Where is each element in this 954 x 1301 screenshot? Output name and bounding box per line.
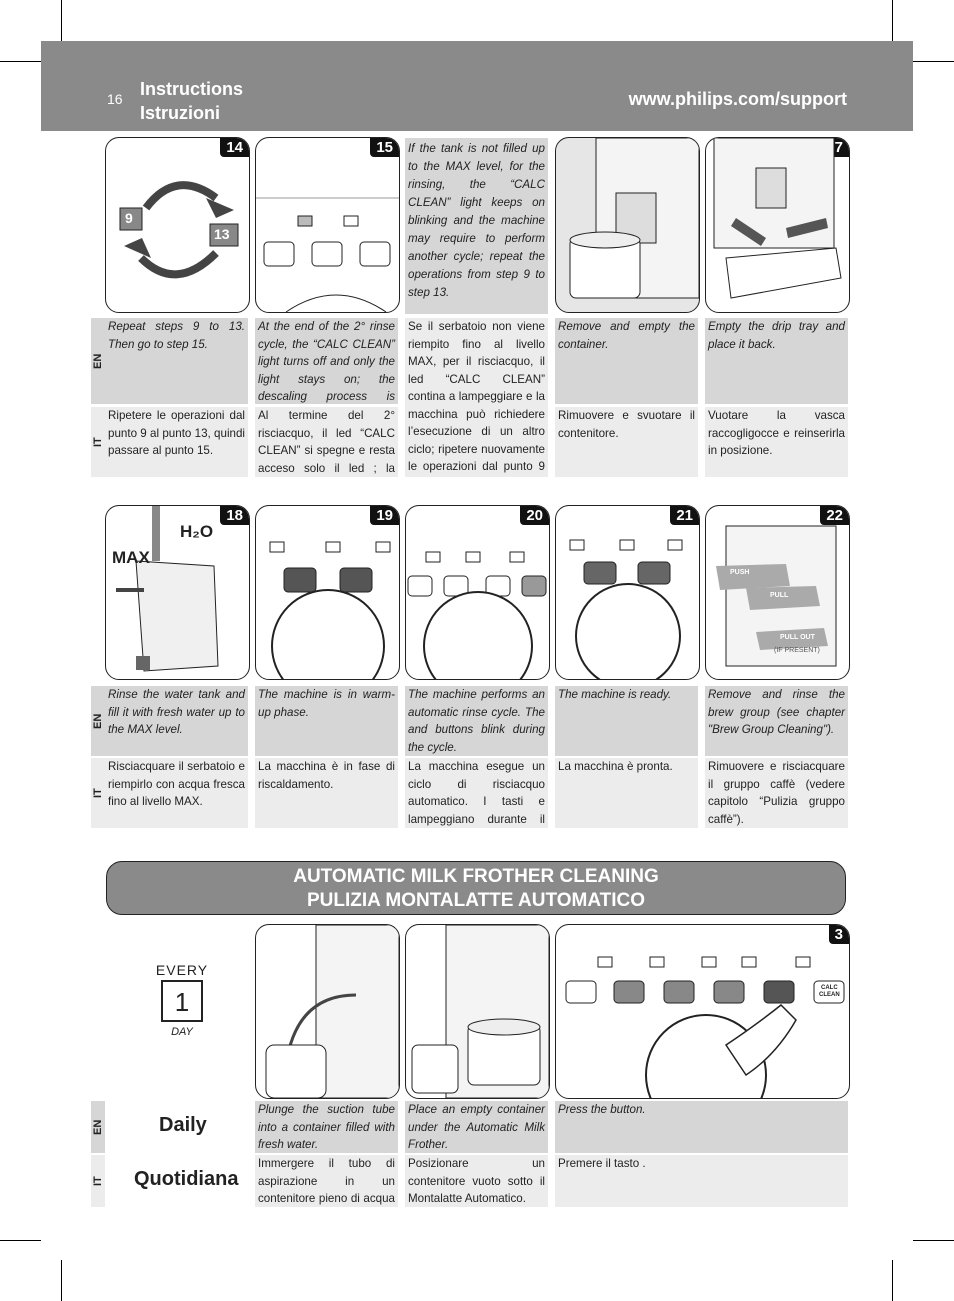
step-18-text-it: Risciacquare il serbatoio e riempirlo co… <box>105 758 248 828</box>
step-19-text-it: La macchina è in fase di riscaldamento. <box>255 758 398 828</box>
lang-en: EN <box>91 686 105 756</box>
push-label: PUSH <box>730 569 750 576</box>
figure-21: 21 <box>555 505 700 680</box>
pull-label: PULL <box>770 592 789 599</box>
step-18-text-en: Rinse the water tank and fill it with fr… <box>105 686 248 756</box>
water-tank-illustration <box>116 506 219 672</box>
title-it: Istruzioni <box>140 103 220 123</box>
daily-label-it: Quotidiana <box>134 1168 239 1190</box>
crop-mark <box>61 1260 62 1301</box>
lang-en: EN <box>91 1101 105 1153</box>
figure-number: 14 <box>220 138 249 157</box>
step-15-text-it: Al termine del 2° risciacquo, il led “CA… <box>255 407 398 477</box>
figure-17: 17 <box>705 137 850 313</box>
step-20-text-en: The machine performs an automatic rinse … <box>405 686 548 756</box>
step-2-text-it: Posizionare un contenitore vuoto sotto i… <box>405 1155 548 1207</box>
warmup-panel-illustration <box>269 541 391 679</box>
crop-mark <box>0 61 41 62</box>
step-20-text-it: La macchina esegue un ciclo di risciacqu… <box>405 758 548 828</box>
tank-note-text-it: Se il serbatoio non viene riempito fino … <box>405 318 548 477</box>
page-number: 16 <box>107 91 123 107</box>
ready-panel-illustration <box>569 539 683 679</box>
drip-tray-illustration <box>713 138 842 299</box>
step-3-text-en: Press the button. <box>555 1101 848 1153</box>
lang-en: EN <box>91 318 105 404</box>
step-9-label: 9 <box>125 210 133 226</box>
lang-it: IT <box>91 758 105 828</box>
figure-2: 2 <box>405 924 550 1099</box>
calendar-number: 1 <box>174 987 190 1017</box>
figure-15: 15 <box>255 137 400 313</box>
crop-mark <box>0 1240 41 1241</box>
step-22-text-en: Remove and rinse the brew group (see cha… <box>705 686 848 756</box>
figure-18: 18 MAX H₂O <box>105 505 250 680</box>
crop-mark <box>61 0 62 41</box>
milk-frother-banner: AUTOMATIC MILK FROTHER CLEANING PULIZIA … <box>106 861 846 915</box>
figure-19: 19 <box>255 505 400 680</box>
rinse-panel-illustration <box>407 551 547 679</box>
step-17-text-it: Vuotare la vasca raccogligocce e reinser… <box>705 407 848 477</box>
figure-number: 18 <box>220 506 249 525</box>
step-13-label: 13 <box>214 226 230 242</box>
empty-container-illustration <box>411 925 549 1098</box>
page-header: 16 Instructions Istruzioni www.philips.c… <box>41 41 913 131</box>
step-2-text-en: Place an empty container under the Autom… <box>405 1101 548 1153</box>
support-url[interactable]: www.philips.com/support <box>628 89 847 109</box>
step-22-text-it: Rimuovere e risciacquare il gruppo caffè… <box>705 758 848 828</box>
if-present-label: (IF PRESENT) <box>774 647 820 654</box>
step-14-text-en: Repeat steps 9 to 13. Then go to step 15… <box>105 318 248 404</box>
step-1-text-en: Plunge the suction tube into a container… <box>255 1101 398 1153</box>
figure-14: 14 9 13 <box>105 137 250 313</box>
calendar-day: DAY <box>171 1026 193 1038</box>
figure-3: 3 CALC CLEAN <box>555 924 850 1099</box>
figure-number: 15 <box>370 138 399 157</box>
brew-group-illustration <box>716 525 837 667</box>
repeat-arrows-illustration <box>119 181 239 279</box>
step-17-text-en: Empty the drip tray and place it back. <box>705 318 848 404</box>
figure-number: 22 <box>820 506 849 525</box>
step-21-text-it: La macchina è pronta. <box>555 758 698 828</box>
step-19-text-en: The machine is in warm-up phase. <box>255 686 398 756</box>
title-en: Instructions <box>140 79 244 99</box>
crop-mark <box>913 61 954 62</box>
figure-22: 22 PUSH PULL PULL OUT (IF PRESENT) <box>705 505 850 680</box>
figure-20: 20 <box>405 505 550 680</box>
calendar-every: EVERY <box>155 962 209 978</box>
container-under-spout-illustration <box>569 138 699 299</box>
banner-title-en: AUTOMATIC MILK FROTHER CLEANING <box>293 866 659 887</box>
step-1-text-it: Immergere il tubo di aspirazione in un c… <box>255 1155 398 1207</box>
figure-number: 20 <box>520 506 549 525</box>
lang-it: IT <box>91 1155 105 1207</box>
figure-1: 1 <box>255 924 400 1099</box>
tank-not-full-note: If the tank is not filled up to the MAX … <box>405 138 548 314</box>
figure-number: 21 <box>670 506 699 525</box>
milk-button-panel-illustration <box>565 956 845 1098</box>
calendar-box: 1 <box>161 980 203 1022</box>
figure-number: 19 <box>370 506 399 525</box>
figure-16: 16 <box>555 137 700 313</box>
step-16-text-it: Rimuovere e svuotare il contenitore. <box>555 407 698 477</box>
crop-mark <box>892 1260 893 1301</box>
control-panel-illustration <box>256 197 399 312</box>
step-3-text-it: Premere il tasto . <box>555 1155 848 1207</box>
calc-label: CALC <box>821 985 838 991</box>
clean-label: CLEAN <box>819 992 840 998</box>
suction-tube-illustration <box>265 925 399 1098</box>
step-16-text-en: Remove and empty the container. <box>555 318 698 404</box>
daily-label-en: Daily <box>159 1114 207 1136</box>
figure-number: 3 <box>828 925 849 944</box>
calendar-icon: EVERY 1 DAY <box>152 962 212 1038</box>
banner-title-it: PULIZIA MONTALATTE AUTOMATICO <box>306 890 646 911</box>
step-14-text-it: Ripetere le operazioni dal punto 9 al pu… <box>105 407 248 477</box>
crop-mark <box>913 1240 954 1241</box>
max-label: MAX <box>112 548 150 567</box>
h2o-label: H₂O <box>180 522 214 541</box>
pull-out-label: PULL OUT <box>780 634 815 641</box>
lang-it: IT <box>91 407 105 477</box>
step-21-text-en: The machine is ready. <box>555 686 698 756</box>
step-15-text-en: At the end of the 2° rinse cycle, the “C… <box>255 318 398 404</box>
crop-mark <box>892 0 893 41</box>
